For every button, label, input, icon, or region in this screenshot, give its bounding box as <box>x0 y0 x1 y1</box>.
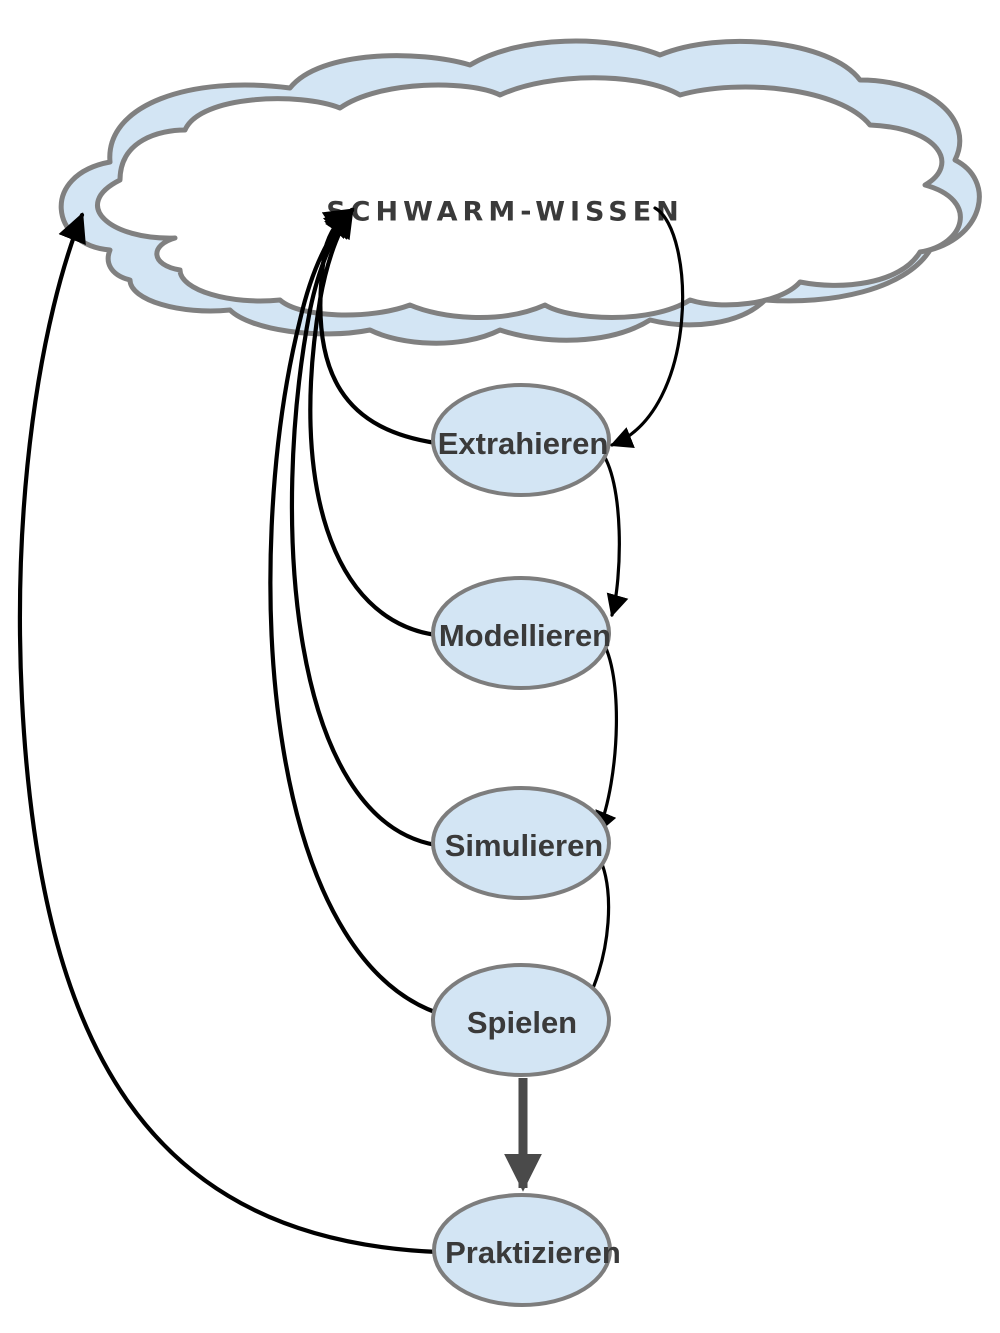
node-label-praktizieren: Praktizieren <box>445 1235 621 1270</box>
edge-schwarm-to-extrahieren <box>609 206 685 448</box>
cloud-title: SCHWARM-WISSEN <box>326 197 684 228</box>
node-label-simulieren: Simulieren <box>445 828 604 863</box>
edge-modellieren-to-simulieren <box>595 633 619 835</box>
edge-modellieren-to-schwarm <box>308 207 439 638</box>
node-label-extrahieren: Extrahieren <box>438 426 609 461</box>
node-modellieren: Modellieren <box>431 576 611 690</box>
cloud-front <box>95 75 963 320</box>
node-praktizieren: Praktizieren <box>432 1193 621 1307</box>
node-label-modellieren: Modellieren <box>439 618 611 653</box>
node-spielen: Spielen <box>431 963 611 1077</box>
edge-extrahieren-to-modellieren <box>598 448 629 618</box>
edge-praktizieren-to-schwarm <box>17 212 441 1255</box>
node-label-spielen: Spielen <box>467 1005 577 1040</box>
node-extrahieren: Extrahieren <box>431 383 611 497</box>
node-simulieren: Simulieren <box>431 786 611 900</box>
edge-spielen-to-schwarm <box>268 207 469 1023</box>
edge-simulieren-to-schwarm <box>289 207 439 848</box>
edges <box>17 206 685 1255</box>
